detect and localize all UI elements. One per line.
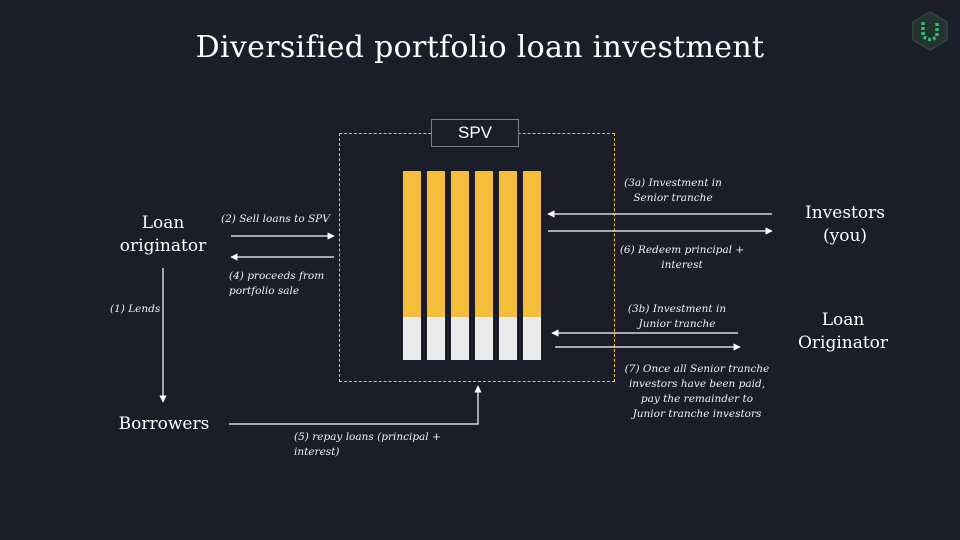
spv-label: SPV xyxy=(431,119,519,147)
note-line: (6) Redeem principal + xyxy=(619,244,745,256)
brand-logo-icon xyxy=(912,11,948,51)
senior-tranche-bar xyxy=(451,171,469,317)
loan-originator-left-line: originator xyxy=(119,236,207,256)
note-line: interest xyxy=(661,259,703,271)
step-redeem-note: (6) Redeem principal + interest xyxy=(612,243,752,273)
note-line: Senior tranche xyxy=(633,192,713,204)
note-line: pay the remainder to xyxy=(640,393,754,405)
note-line: interest) xyxy=(294,446,340,458)
senior-tranche-bar xyxy=(475,171,493,317)
note-line: (3a) Investment in xyxy=(624,177,722,189)
page-title: Diversified portfolio loan investment xyxy=(195,30,765,65)
arrow-repay xyxy=(229,385,482,425)
loan-originator-right-line: Originator xyxy=(797,333,889,353)
loan-originator-left-label: Loan originator xyxy=(113,212,213,258)
note-line: (7) Once all Senior tranche xyxy=(624,363,770,375)
step-repay-note: (5) repay loans (principal + interest) xyxy=(294,430,441,460)
junior-tranche-bar xyxy=(403,317,421,360)
step-proceeds-note: (4) proceeds from portfolio sale xyxy=(229,269,324,299)
senior-tranche-bar xyxy=(427,171,445,317)
loan-originator-right-line: Loan xyxy=(821,310,865,330)
note-line: Junior tranche investors xyxy=(632,408,762,420)
borrowers-label: Borrowers xyxy=(118,414,210,434)
loan-originator-left-line: Loan xyxy=(141,213,185,233)
investors-line: (you) xyxy=(822,226,868,246)
senior-tranche-bar xyxy=(403,171,421,317)
junior-tranche-bar xyxy=(523,317,541,360)
note-line: portfolio sale xyxy=(229,285,300,297)
junior-tranche-bar xyxy=(427,317,445,360)
investors-line: Investors xyxy=(805,203,885,223)
step-sell-loans-note: (2) Sell loans to SPV xyxy=(221,213,330,225)
loan-originator-right-label: Loan Originator xyxy=(788,309,898,355)
investors-label: Investors (you) xyxy=(790,202,900,248)
note-line: Junior tranche xyxy=(638,318,716,330)
note-line: investors have been paid, xyxy=(628,378,766,390)
junior-tranche-bar xyxy=(475,317,493,360)
senior-tranche-bar xyxy=(499,171,517,317)
step-lends-note: (1) Lends xyxy=(110,303,161,315)
step-remainder-note: (7) Once all Senior tranche investors ha… xyxy=(616,362,778,422)
note-line: (3b) Investment in xyxy=(627,303,727,315)
note-line: (5) repay loans (principal + xyxy=(294,431,441,443)
note-line: (4) proceeds from xyxy=(229,270,325,282)
junior-tranche-bar xyxy=(451,317,469,360)
senior-tranche-bar xyxy=(523,171,541,317)
step-invest-junior-note: (3b) Investment in Junior tranche xyxy=(612,302,742,332)
step-invest-senior-note: (3a) Investment in Senior tranche xyxy=(608,176,738,206)
junior-tranche-bar xyxy=(499,317,517,360)
